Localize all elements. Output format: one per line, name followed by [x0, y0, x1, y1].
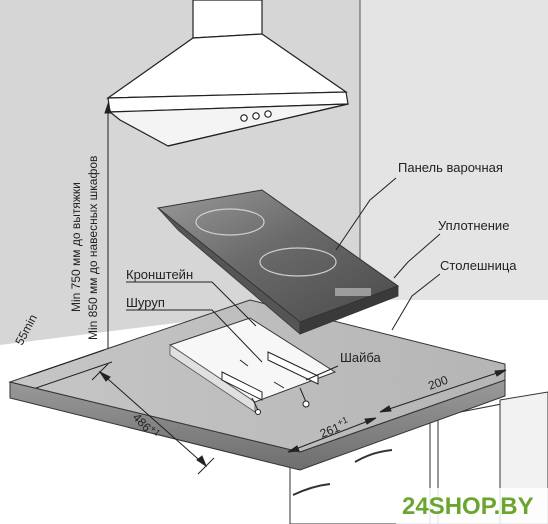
margin-dimension — [27, 349, 113, 389]
label-screw: Шуруп — [126, 295, 165, 310]
hob-panel — [156, 189, 400, 335]
leader-lines — [126, 177, 441, 381]
label-seal: Уплотнение — [438, 218, 509, 233]
label-bracket: Кронштейн — [126, 267, 193, 282]
cooking-zone-rear — [195, 208, 265, 236]
mounting-hardware — [221, 351, 319, 415]
label-hob: Панель варочная — [398, 160, 503, 175]
washer-ring — [302, 400, 310, 408]
label-washer: Шайба — [340, 350, 382, 365]
cutout-depth-dimension — [91, 363, 215, 475]
hob-control-panel — [335, 288, 371, 296]
edge-distance-dimension — [379, 369, 507, 413]
bracket-left — [221, 371, 263, 401]
hood-clearance-line1: Min 750 мм до вытяжки — [69, 182, 83, 312]
edge-distance-label: 200 — [426, 373, 450, 393]
label-countertop: Столешница — [440, 258, 517, 273]
brand-watermark: 24SHOP.BY — [402, 493, 534, 520]
range-hood — [106, 0, 349, 147]
side-wall — [360, 0, 548, 300]
cooking-zone-front — [259, 247, 337, 277]
hood-clearance-line2: Min 850 мм до навесных шкафов — [86, 156, 100, 340]
bracket-right — [267, 351, 319, 385]
brand-background — [396, 488, 548, 524]
cutout-width-dimension — [287, 417, 377, 453]
